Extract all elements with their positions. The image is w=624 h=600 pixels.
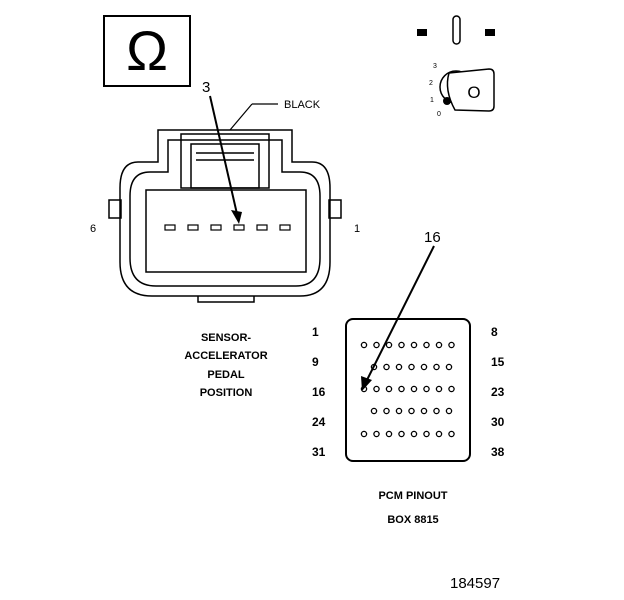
pcm-pin-29 — [433, 407, 440, 415]
pcm-pinout-title: PCM PINOUT — [378, 490, 447, 502]
sensor-label-line-2: ACCELERATOR — [184, 350, 267, 362]
pcm-pin-2 — [373, 341, 380, 349]
connector-pin-1-label: 1 — [354, 223, 360, 235]
pcm-pin-1 — [360, 341, 368, 349]
key-position-2: 2 — [429, 80, 433, 87]
svg-text:O: O — [467, 83, 480, 102]
pcm-row-left-16: 16 — [312, 385, 326, 399]
pcm-pin-14 — [433, 363, 440, 371]
key-position-3: 3 — [433, 63, 437, 70]
wire-color-label: BLACK — [284, 99, 321, 111]
pcm-pin-21 — [423, 385, 430, 393]
pcm-pin-32 — [373, 430, 380, 438]
pcm-pin-30 — [445, 407, 453, 415]
pcm-pin-19 — [398, 385, 405, 393]
wire-color-leader: BLACK — [229, 99, 321, 131]
pcm-row-right-23: 23 — [491, 385, 505, 399]
pcm-pin-27 — [408, 407, 415, 415]
sensor-label-line-1: SENSOR- — [201, 332, 251, 344]
sensor-label-line-4: POSITION — [200, 387, 253, 399]
connector-pin-6-label: 6 — [90, 223, 96, 235]
pcm-row-right-30: 30 — [491, 415, 505, 429]
pcm-pin-5 — [410, 341, 418, 349]
ohm-icon: Ω — [126, 19, 168, 82]
pcm-pin-17 — [373, 385, 380, 393]
pcm-pin-31 — [360, 430, 368, 438]
pcm-row-right-38: 38 — [491, 445, 505, 459]
pcm-pin-25 — [383, 407, 390, 415]
connector-cavities — [164, 224, 291, 231]
ignition-key-icon: O 3 2 1 0 — [417, 15, 495, 118]
pcm-callout: 16 — [424, 229, 441, 246]
pcm-row-right-8: 8 — [491, 325, 498, 339]
pcm-pin-28 — [420, 407, 428, 415]
figure-number: 184597 — [450, 575, 500, 592]
pcm-row-right-15: 15 — [491, 355, 505, 369]
pin-3-callout: 3 — [202, 79, 242, 224]
pcm-pin-8 — [448, 341, 455, 349]
pcm-row-left-9: 9 — [312, 355, 319, 369]
pcm-pin-10 — [383, 363, 390, 371]
pcm-box-number: BOX 8815 — [387, 514, 438, 526]
key-position-1: 1 — [430, 97, 434, 104]
pcm-pin-18 — [385, 385, 393, 393]
pcm-pin-22 — [435, 385, 443, 393]
pcm-pin-24 — [370, 407, 378, 415]
pcm-pin-33 — [385, 430, 393, 438]
sensor-connector — [108, 129, 342, 303]
sensor-label-line-3: PEDAL — [207, 369, 245, 381]
pcm-pin-26 — [395, 407, 403, 415]
pcm-pinout: 1 9 16 24 31 8 15 23 30 38 16 PCM PINOUT… — [312, 229, 505, 526]
connector-callout: 3 — [202, 79, 210, 96]
pcm-row-left-24: 24 — [312, 415, 326, 429]
pcm-pin-4 — [398, 341, 405, 349]
pcm-pin-12 — [408, 363, 415, 371]
pcm-pin-37 — [435, 430, 443, 438]
pcm-pin-7 — [435, 341, 443, 349]
pcm-pin-35 — [410, 430, 418, 438]
pcm-pin-38 — [448, 430, 455, 438]
pcm-pin-34 — [398, 430, 405, 438]
pcm-pin-3 — [385, 341, 393, 349]
pcm-pin-6 — [423, 341, 430, 349]
pcm-pin-23 — [448, 385, 455, 393]
pcm-pin-11 — [395, 363, 403, 371]
pcm-row-left-1: 1 — [312, 325, 319, 339]
pcm-pin-13 — [420, 363, 428, 371]
pcm-pin-15 — [445, 363, 453, 371]
sensor-label: SENSOR- ACCELERATOR PEDAL POSITION — [184, 332, 267, 399]
ohmmeter-symbol: Ω — [103, 15, 191, 87]
pcm-pin-grid — [360, 341, 455, 438]
pcm-pin-20 — [410, 385, 418, 393]
pcm-row-left-31: 31 — [312, 445, 326, 459]
key-position-0: 0 — [437, 111, 441, 118]
pcm-pin-36 — [423, 430, 430, 438]
